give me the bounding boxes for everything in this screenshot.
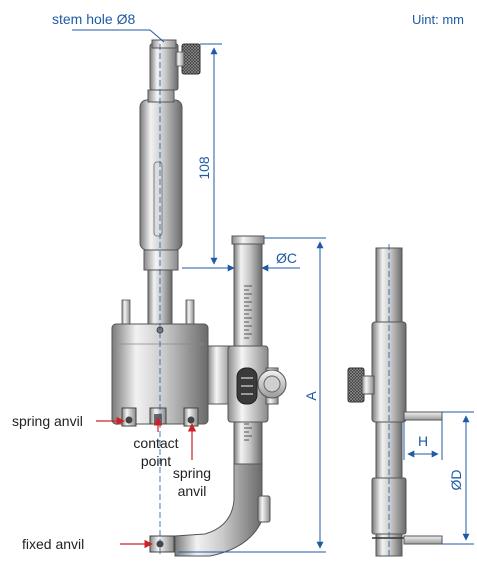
column-scale [244, 285, 252, 441]
h-label: H [418, 433, 428, 449]
column-cap [231, 235, 265, 245]
grip-slot [153, 161, 163, 237]
front-view [111, 39, 287, 557]
spring-anvil-right-label-line2: anvil [178, 483, 207, 499]
grip-top-collar [147, 89, 175, 103]
stem-cap [151, 39, 177, 49]
stem-hole-label: stem hole Ø8 [52, 11, 135, 27]
fixed-anvil-label: fixed anvil [22, 536, 84, 552]
dia-c-label: ØC [276, 250, 297, 266]
curved-arm [174, 463, 263, 557]
spring-anvil-left-label: spring anvil [12, 413, 83, 429]
contact-point-label-line2: point [141, 453, 171, 469]
side-column [375, 421, 403, 479]
dimensions [72, 29, 474, 553]
part-leaders [96, 416, 197, 549]
contact-point-label-line1: contact [133, 435, 178, 451]
stem-top [149, 43, 179, 91]
clamp-screw-neck [175, 51, 185, 67]
side-lower-anvil [403, 535, 443, 545]
length-108-label: 108 [196, 156, 212, 180]
dia-d-label: ØD [448, 470, 464, 491]
stem-hole-leader [72, 29, 165, 43]
grip-bottom-collar [143, 249, 179, 271]
spring-anvil-right-label-line1: spring [173, 465, 211, 481]
stem-clamp-screw [181, 43, 201, 75]
a-label: A [303, 391, 319, 401]
side-view [347, 244, 443, 557]
arm-lock-screw [257, 495, 271, 523]
side-upper-anvil [403, 411, 443, 421]
unit-label: Uint: mm [412, 12, 464, 27]
